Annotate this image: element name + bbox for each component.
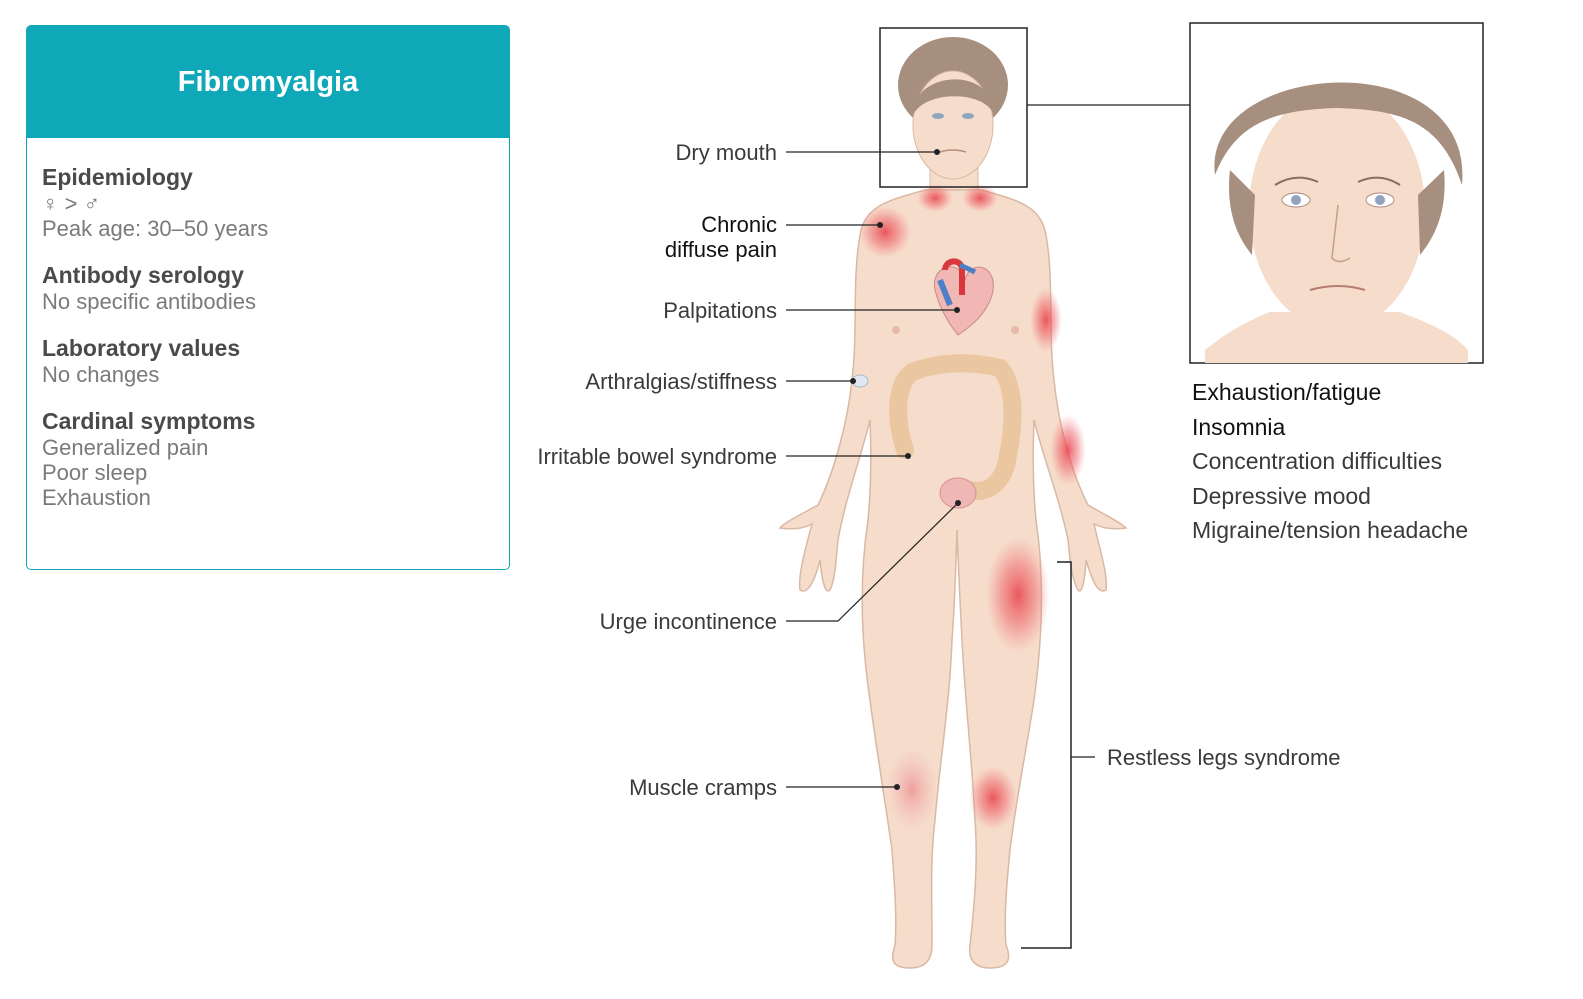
- label-muscle-cramps: Muscle cramps: [629, 775, 777, 800]
- pain-spot: [859, 206, 911, 258]
- label-palpitations: Palpitations: [663, 298, 777, 323]
- pain-spot: [986, 537, 1050, 653]
- head-frame-small: [879, 27, 1028, 188]
- info-card: Fibromyalgia Epidemiology ♀ > ♂ Peak age…: [26, 25, 510, 570]
- section-heading: Epidemiology: [42, 164, 193, 190]
- callout-urge-incontinence: [786, 500, 961, 622]
- callout-muscle-cramps: [786, 784, 900, 790]
- label-restless-legs: Restless legs syndrome: [1107, 745, 1341, 770]
- label-arthralgias: Arthralgias/stiffness: [585, 369, 777, 394]
- label-ibs: Irritable bowel syndrome: [537, 444, 777, 469]
- callout-chronic-pain: [786, 222, 883, 228]
- pain-spot: [1050, 414, 1086, 486]
- section-laboratory-values: Laboratory values No changes: [42, 335, 509, 387]
- symptom-item: Depressive mood: [1192, 482, 1371, 509]
- card-title: Fibromyalgia: [177, 65, 359, 98]
- section-line: No changes: [42, 362, 160, 387]
- pain-spot: [886, 748, 938, 832]
- colon: [889, 354, 1022, 500]
- section-line: No specific antibodies: [42, 289, 257, 314]
- bladder: [939, 477, 977, 509]
- callout-ibs: [786, 453, 911, 459]
- pain-spot: [962, 184, 998, 212]
- symptom-item: Exhaustion/fatigue: [1192, 379, 1382, 405]
- section-line: Generalized pain: [42, 435, 209, 460]
- bracket-restless-legs: [1021, 561, 1095, 949]
- pain-spot: [1030, 288, 1062, 352]
- section-heading: Antibody serology: [42, 262, 244, 288]
- symptom-item: Concentration difficulties: [1192, 448, 1443, 474]
- callout-palpitations: [786, 307, 960, 313]
- head-symptom-list: Exhaustion/fatigue Insomnia Concentratio…: [1192, 375, 1468, 548]
- section-cardinal-symptoms: Cardinal symptoms Generalized pain Poor …: [42, 408, 509, 510]
- section-line: ♀ > ♂: [42, 191, 101, 216]
- face-portrait: [1205, 82, 1468, 363]
- section-heading: Cardinal symptoms: [42, 408, 256, 434]
- symptom-item: Migraine/tension headache: [1192, 517, 1469, 543]
- section-line: Peak age: 30–50 years: [42, 216, 269, 241]
- callout-dry-mouth: [786, 149, 940, 155]
- section-antibody-serology: Antibody serology No specific antibodies: [42, 262, 509, 314]
- pain-spot: [917, 184, 953, 212]
- symptom-item: Insomnia: [1192, 413, 1286, 440]
- section-heading: Laboratory values: [42, 335, 241, 361]
- card-header: Fibromyalgia: [27, 26, 509, 138]
- section-epidemiology: Epidemiology ♀ > ♂ Peak age: 30–50 years: [42, 164, 509, 241]
- label-chronic-pain-line1: Chronic: [701, 212, 777, 237]
- hair-top: [912, 79, 995, 115]
- label-dry-mouth: Dry mouth: [675, 140, 777, 165]
- section-line: Poor sleep: [42, 460, 148, 485]
- pain-spot: [969, 766, 1017, 830]
- section-line: Exhaustion: [42, 485, 151, 510]
- callout-arthralgias: [786, 378, 856, 384]
- card-body: Epidemiology ♀ > ♂ Peak age: 30–50 years…: [27, 138, 509, 510]
- label-urge-incontinence: Urge incontinence: [599, 609, 777, 634]
- label-chronic-pain-line2: diffuse pain: [664, 237, 777, 262]
- heart-icon: [934, 258, 994, 336]
